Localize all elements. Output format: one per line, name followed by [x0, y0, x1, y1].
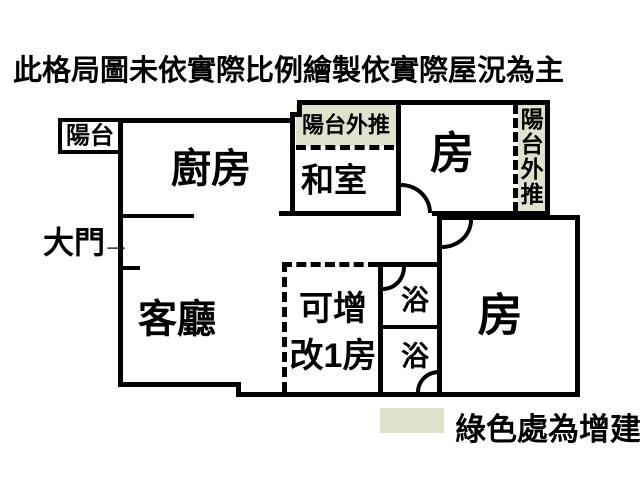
room-label-bedroom-top: 房 — [430, 128, 474, 178]
wall-segment — [396, 100, 401, 216]
door-arc — [416, 370, 439, 392]
legend-swatch — [380, 408, 444, 433]
wall-segment — [290, 112, 295, 216]
room-label-tatami: 和室 — [301, 161, 367, 199]
dashed-line — [296, 145, 394, 150]
wall-segment — [123, 214, 194, 218]
wall-segment — [378, 262, 383, 397]
door-arc — [401, 183, 432, 213]
balcony-box — [58, 118, 123, 154]
room-label-kitchen: 廚房 — [171, 147, 251, 191]
dashed-line — [282, 262, 287, 392]
wall-segment — [236, 392, 580, 397]
wall-segment — [545, 100, 550, 220]
room-label-bedroom-right: 房 — [477, 289, 523, 341]
balcony-extension-right-area — [518, 104, 545, 212]
main-door-label: 大門 — [43, 225, 105, 261]
disclaimer-title: 此格局圖未依實際比例繪製依實際屋況為主 — [13, 55, 565, 87]
dashed-line — [282, 262, 378, 267]
dashed-line — [513, 104, 518, 212]
room-label-balcony-extension-top: 陽台外推 — [301, 112, 391, 138]
wall-segment — [297, 100, 302, 117]
wall-segment — [290, 112, 302, 117]
wall-segment — [118, 118, 123, 387]
room-label-balcony: 陽台 — [66, 122, 114, 150]
legend-text: 綠色處為增建 — [455, 412, 640, 447]
wall-segment — [236, 382, 241, 397]
room-label-bath-lower: 浴 — [400, 340, 430, 372]
wall-segment — [123, 266, 140, 270]
wall-segment — [575, 215, 580, 397]
wall-segment — [297, 100, 547, 105]
room-label-balcony-extension-right: 陽台外推 — [517, 107, 544, 207]
room-label-living: 客廳 — [137, 298, 217, 342]
room-label-convertible-line1: 可增 — [298, 290, 367, 328]
room-label-convertible: 可增 改1房 — [290, 286, 377, 380]
room-label-convertible-line2: 改1房 — [289, 337, 377, 375]
room-label-bath-upper: 浴 — [400, 284, 430, 316]
main-door-arrow-icon: → — [101, 227, 131, 260]
wall-segment — [378, 262, 442, 267]
wall-segment — [437, 215, 442, 397]
wall-segment — [279, 211, 401, 216]
balcony-extension-top-area — [296, 104, 396, 146]
wall-segment — [432, 211, 547, 216]
wall-segment — [118, 118, 295, 123]
wall-segment — [378, 325, 442, 329]
wall-segment — [437, 215, 580, 220]
door-arc — [442, 220, 473, 249]
wall-segment — [118, 382, 240, 387]
